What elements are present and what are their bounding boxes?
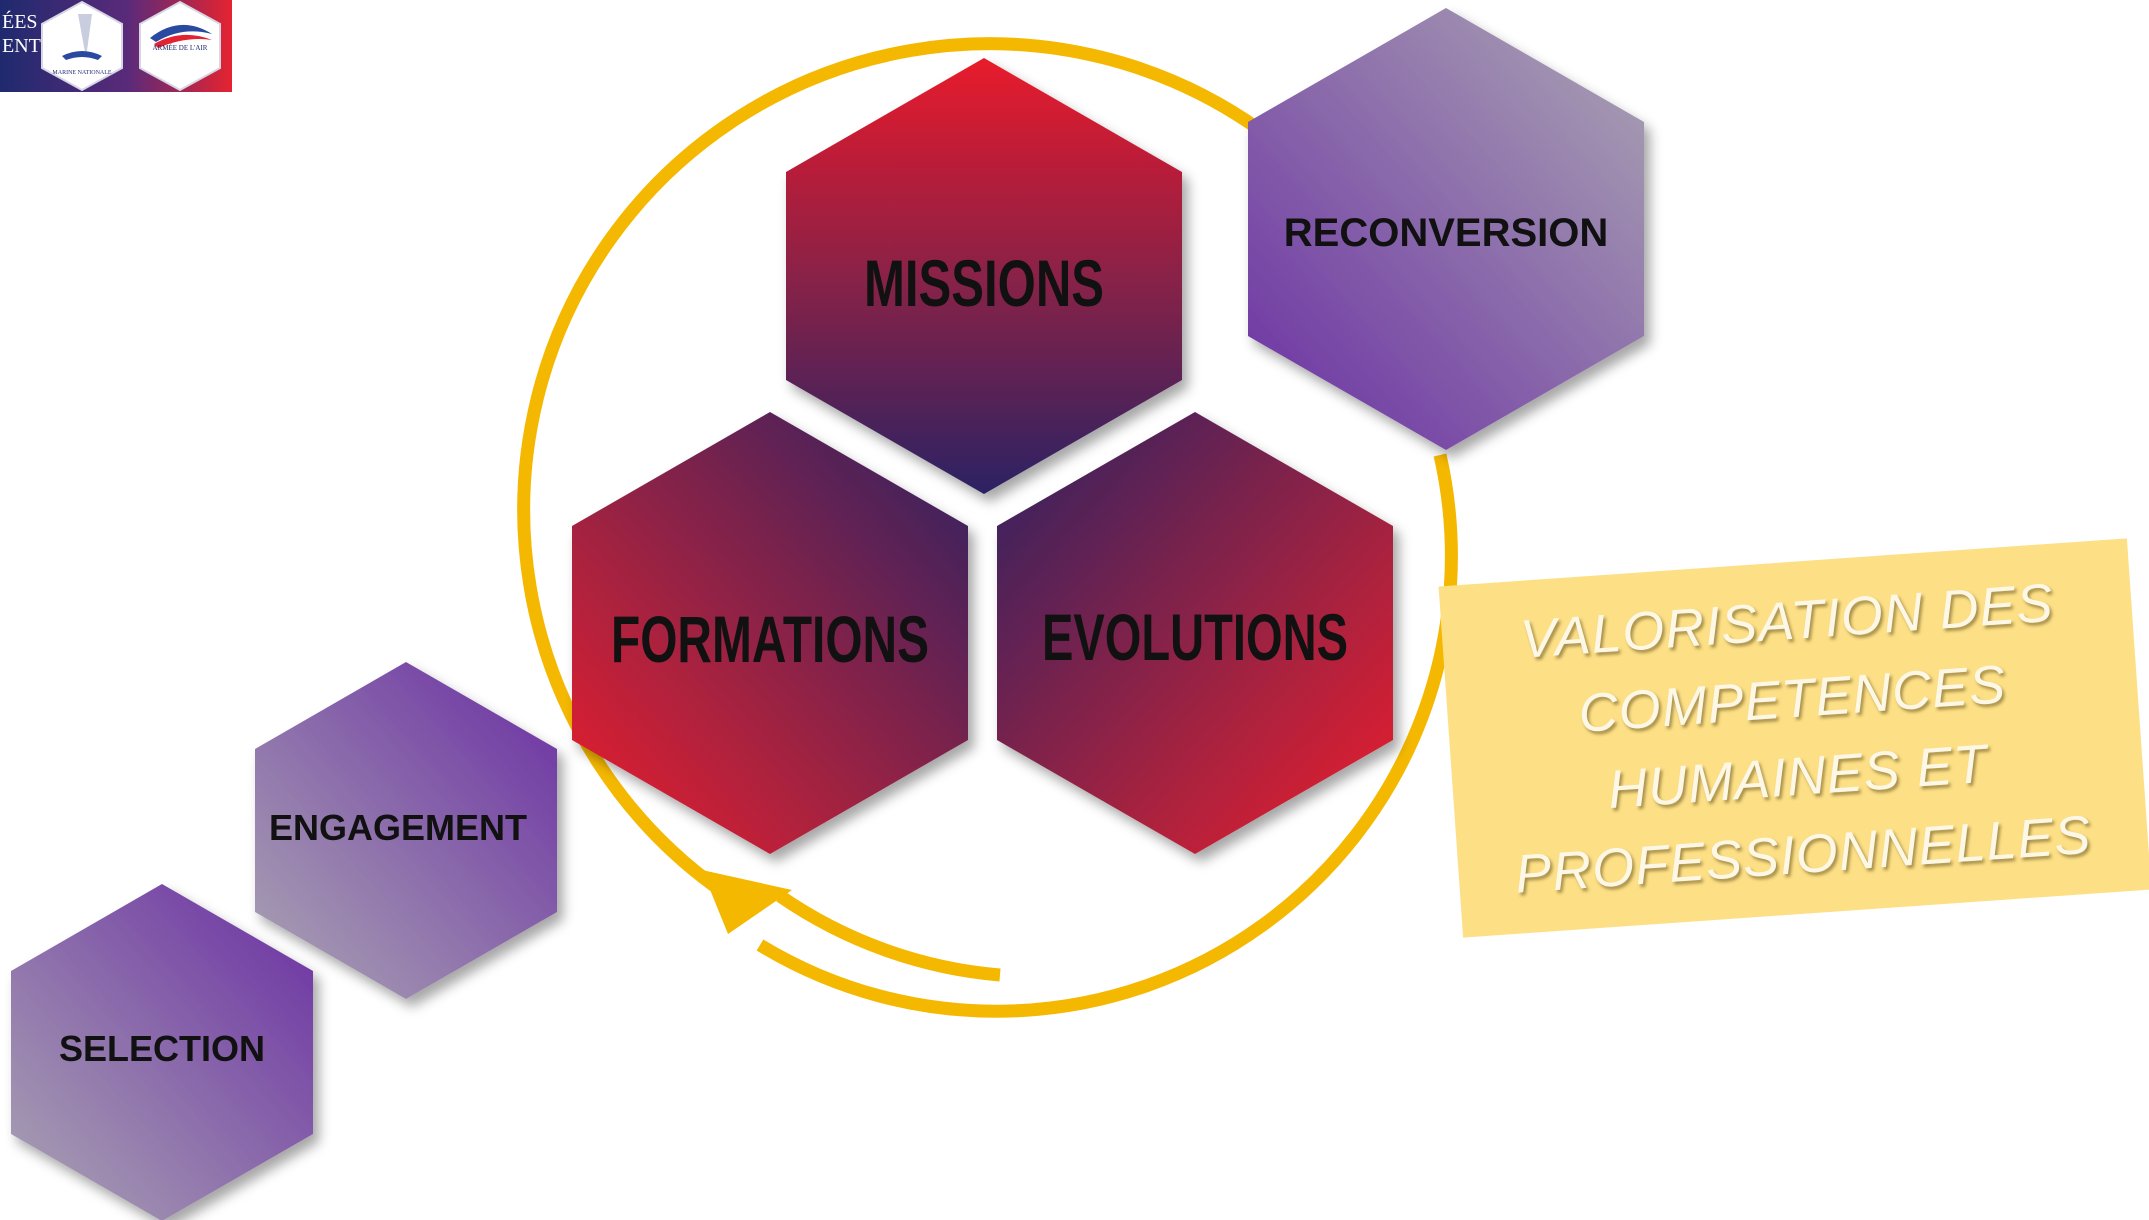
formations-label: FORMATIONS	[611, 602, 929, 676]
missions-label: MISSIONS	[864, 246, 1104, 320]
selection-hexagon	[11, 884, 313, 1220]
air-label: ARMÉE DE L'AIR	[153, 44, 208, 52]
engagement-label: ENGAGEMENT	[269, 807, 527, 848]
reconversion-label: RECONVERSION	[1284, 211, 1609, 255]
valorisation-text: VALORISATION DES COMPETENCES HUMAINES ET…	[1513, 572, 2094, 905]
evolutions-hexagon	[997, 412, 1393, 854]
valorisation-banner: VALORISATION DES COMPETENCES HUMAINES ET…	[1438, 538, 2149, 938]
missions-hexagon	[786, 58, 1182, 494]
armee-de-l-air-emblem	[139, 0, 221, 92]
selection-label: SELECTION	[59, 1028, 265, 1069]
reconversion-hexagon	[1248, 8, 1644, 450]
evolutions-label: EVOLUTIONS	[1042, 600, 1348, 674]
cycle-arrowhead	[702, 870, 792, 934]
logo-partial-text-2: ENT	[2, 35, 41, 57]
marine-label: MARINE NATIONALE	[52, 70, 111, 76]
formations-hexagon	[572, 412, 968, 854]
armed-forces-logo: ÉES ENT MARINE NATIONALE ARMÉE DE L'AIR	[0, 0, 232, 92]
marine-nationale-emblem	[41, 0, 123, 92]
engagement-hexagon	[255, 662, 557, 999]
logo-partial-text: ÉES	[2, 10, 38, 33]
